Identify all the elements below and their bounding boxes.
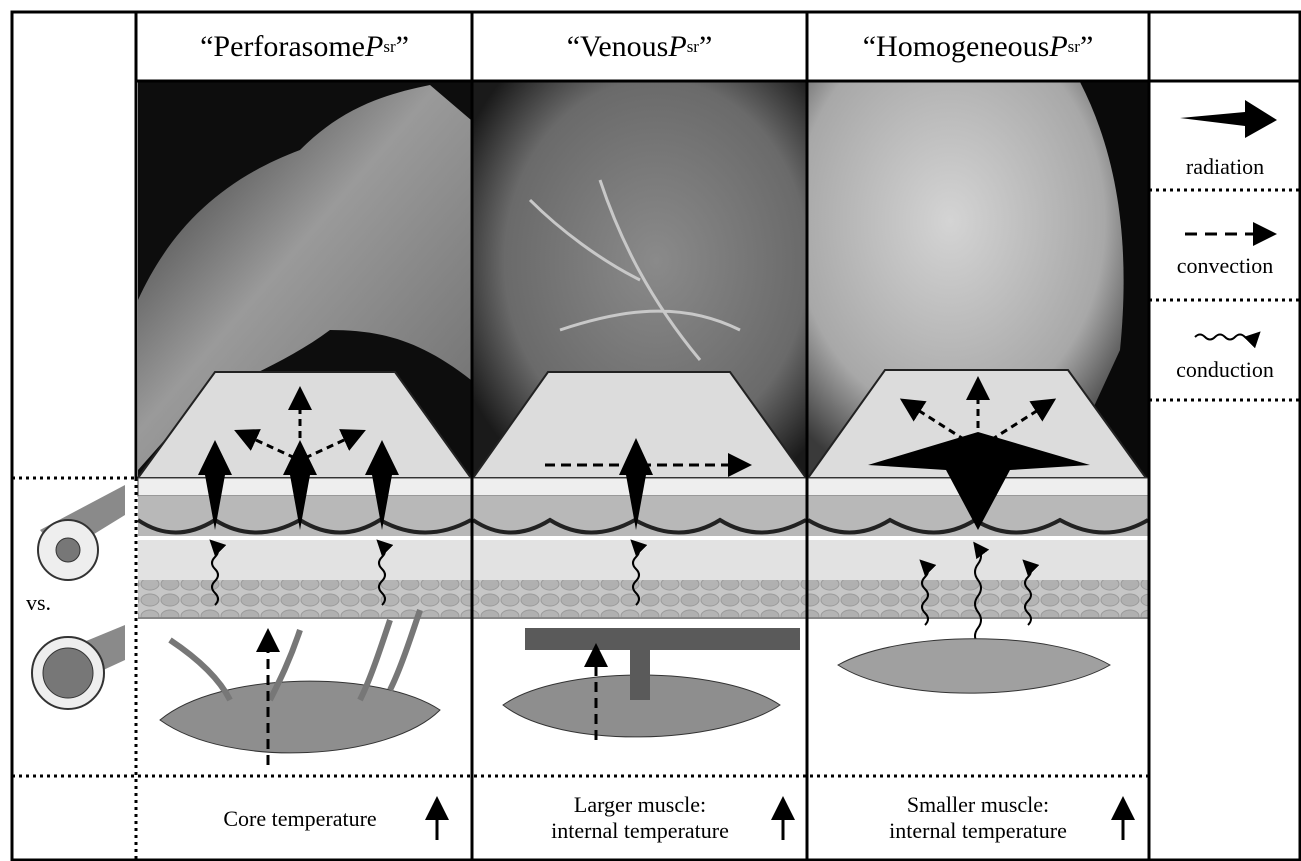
footer-line: Core temperature [180,806,420,832]
wavy-arrow-icon [1195,335,1255,340]
tissue-layers [138,478,1148,618]
footer-perforasome: Core temperature [180,806,420,832]
legend-label-convection: convection [1150,253,1300,279]
legend-label-radiation: radiation [1150,154,1300,180]
footer-line: Smaller muscle: [848,792,1108,818]
footer-line: internal temperature [510,818,770,844]
legend-label-conduction: conduction [1150,357,1300,383]
muscle-illustrations [160,610,1110,765]
footer-line: Larger muscle: [510,792,770,818]
footer-line: internal temperature [848,818,1108,844]
legend-icons [1180,100,1277,340]
solid-arrow-icon [1180,100,1277,138]
footer-homogeneous: Smaller muscle: internal temperature [848,792,1108,844]
vs-label: vs. [26,590,51,616]
footer-venous: Larger muscle: internal temperature [510,792,770,844]
